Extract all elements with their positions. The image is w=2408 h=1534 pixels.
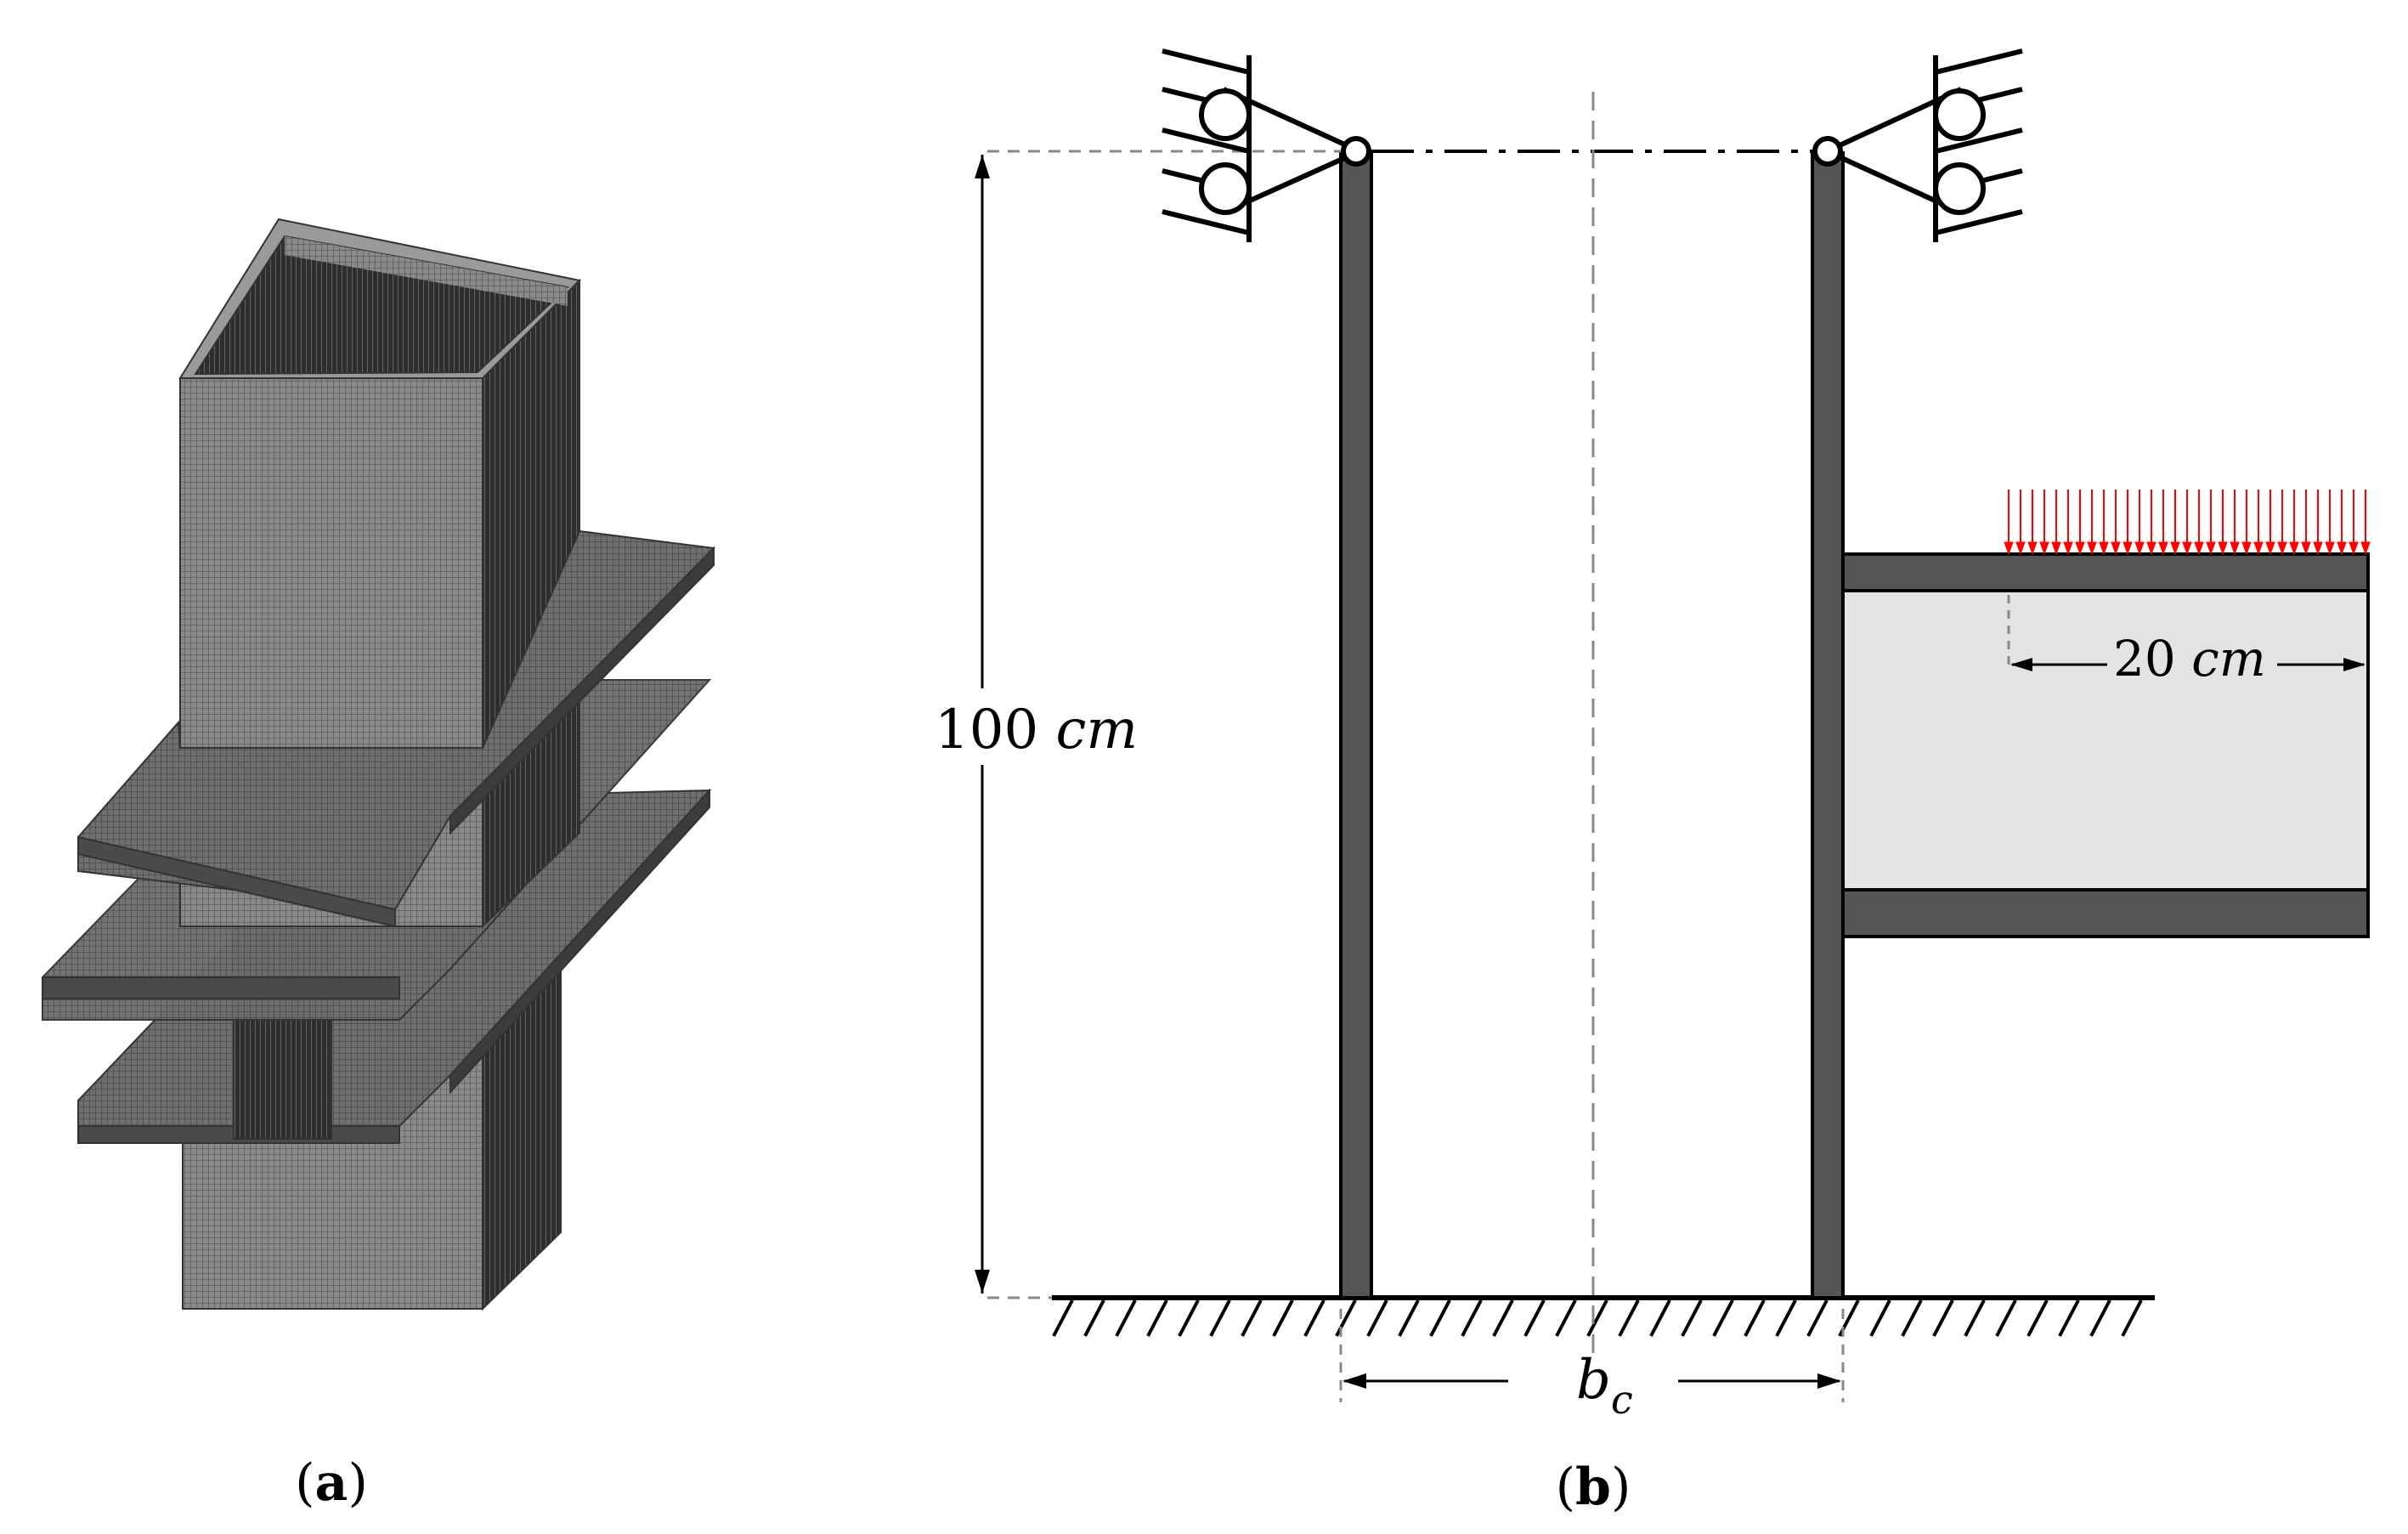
load-arrow <box>2206 490 2216 556</box>
ground-hatch-stroke <box>1335 1299 1357 1337</box>
load-arrow <box>2063 490 2073 556</box>
load-arrow <box>2051 490 2061 556</box>
load-arrow <box>2134 490 2145 556</box>
beam-top-flange <box>1841 552 2370 592</box>
ground-hatch-stroke <box>1806 1299 1829 1337</box>
load-arrow <box>2337 490 2347 556</box>
caption-b: (b) <box>1556 1458 1631 1517</box>
ground-hatch-stroke <box>1523 1299 1546 1337</box>
load-arrow <box>2015 490 2026 556</box>
load-arrow <box>2087 490 2097 556</box>
load-arrow <box>2360 490 2371 556</box>
ground-hatch-stroke <box>1649 1299 1671 1337</box>
left-roller-support <box>1162 48 1371 242</box>
ground-hatch-stroke <box>1618 1299 1640 1337</box>
load-arrow-right <box>2343 658 2366 671</box>
bc-label: bc <box>1576 1349 1633 1423</box>
ground-hatch-stroke <box>1366 1299 1388 1337</box>
load-width-label: 20 cm <box>2113 630 2266 688</box>
bc-arrow-right <box>1817 1373 1841 1389</box>
load-arrow <box>2027 490 2038 556</box>
beam-web-concrete <box>1841 589 2370 892</box>
ground-hatch-stroke <box>1429 1299 1451 1337</box>
load-arrow <box>2075 490 2085 556</box>
ground-hatch-stroke <box>1586 1299 1608 1337</box>
height-arrow-bottom <box>975 1270 990 1293</box>
load-arrow <box>2218 490 2228 556</box>
ground-hatch-stroke <box>1115 1299 1137 1337</box>
load-arrow <box>2277 490 2287 556</box>
ground-hatch-stroke <box>1492 1299 1514 1337</box>
load-arrow <box>2039 490 2049 556</box>
middle-slab-edge <box>42 976 400 999</box>
ground-hatch-stroke <box>1083 1299 1105 1337</box>
load-arrow <box>2158 490 2168 556</box>
ground-hatch-stroke <box>1995 1299 2017 1337</box>
ground-hatch-stroke <box>1303 1299 1326 1337</box>
ground-hatch-stroke <box>2089 1299 2111 1337</box>
ground-hatch-stroke <box>1964 1299 1986 1337</box>
height-arrow-top <box>975 155 990 178</box>
ground-hatch-stroke <box>1869 1299 1891 1337</box>
ground-hatch-stroke <box>1775 1299 1797 1337</box>
ground-hatch-stroke <box>1146 1299 1168 1337</box>
ground-hatch-stroke <box>1744 1299 1766 1337</box>
load-arrow <box>2289 490 2299 556</box>
load-arrow <box>2170 490 2180 556</box>
load-arrow <box>2123 490 2133 556</box>
mesh-model <box>42 218 716 1311</box>
load-arrow <box>2146 490 2156 556</box>
ground-hatch-stroke <box>2026 1299 2049 1337</box>
height-label: 100 cm <box>935 699 1138 761</box>
ground-hatch-stroke <box>1272 1299 1294 1337</box>
ground-hatch-stroke <box>2058 1299 2080 1337</box>
ground-hatch-stroke <box>1712 1299 1734 1337</box>
load-arrow-left <box>2010 658 2032 671</box>
ground-hatch-stroke <box>1555 1299 1577 1337</box>
right-wall <box>1811 151 1845 1299</box>
caption-a: (a) <box>295 1453 368 1513</box>
column-inner-back-wall <box>285 236 568 306</box>
right-roller-support <box>1812 48 2023 242</box>
ground-hatching <box>1052 1299 2143 1337</box>
load-arrow <box>2004 490 2014 556</box>
load-arrow <box>2301 490 2311 556</box>
ground-hatch-stroke <box>1461 1299 1483 1337</box>
ground-hatch-stroke <box>1398 1299 1420 1337</box>
load-arrow <box>2241 490 2252 556</box>
schematic: 100 cm 20 cm bc <box>926 48 2371 1423</box>
load-arrow <box>2111 490 2121 556</box>
load-arrow <box>2182 490 2192 556</box>
load-arrow <box>2253 490 2264 556</box>
bc-arrow-left <box>1342 1373 1366 1389</box>
ground-hatch-stroke <box>2121 1299 2143 1337</box>
distributed-load <box>2004 490 2371 556</box>
load-arrow <box>2194 490 2204 556</box>
beam-bottom-flange <box>1841 888 2370 938</box>
load-arrow <box>2099 490 2109 556</box>
ground-hatch-stroke <box>1932 1299 1954 1337</box>
ground-hatch-stroke <box>1241 1299 1263 1337</box>
ground-hatch-stroke <box>1901 1299 1923 1337</box>
load-arrow <box>2265 490 2275 556</box>
load-arrow <box>2313 490 2323 556</box>
lower-slab-side <box>449 788 710 1095</box>
ground-hatch-stroke <box>1178 1299 1200 1337</box>
ground-hatch-stroke <box>1209 1299 1231 1337</box>
upper-slab-right <box>449 546 715 835</box>
left-wall <box>1339 151 1373 1299</box>
load-arrow <box>2349 490 2359 556</box>
ground-hatch-stroke <box>1052 1299 1074 1337</box>
upper-slab-front <box>77 835 396 928</box>
ground-hatch-stroke <box>1681 1299 1703 1337</box>
load-arrow <box>2230 490 2240 556</box>
load-arrow <box>2325 490 2335 556</box>
